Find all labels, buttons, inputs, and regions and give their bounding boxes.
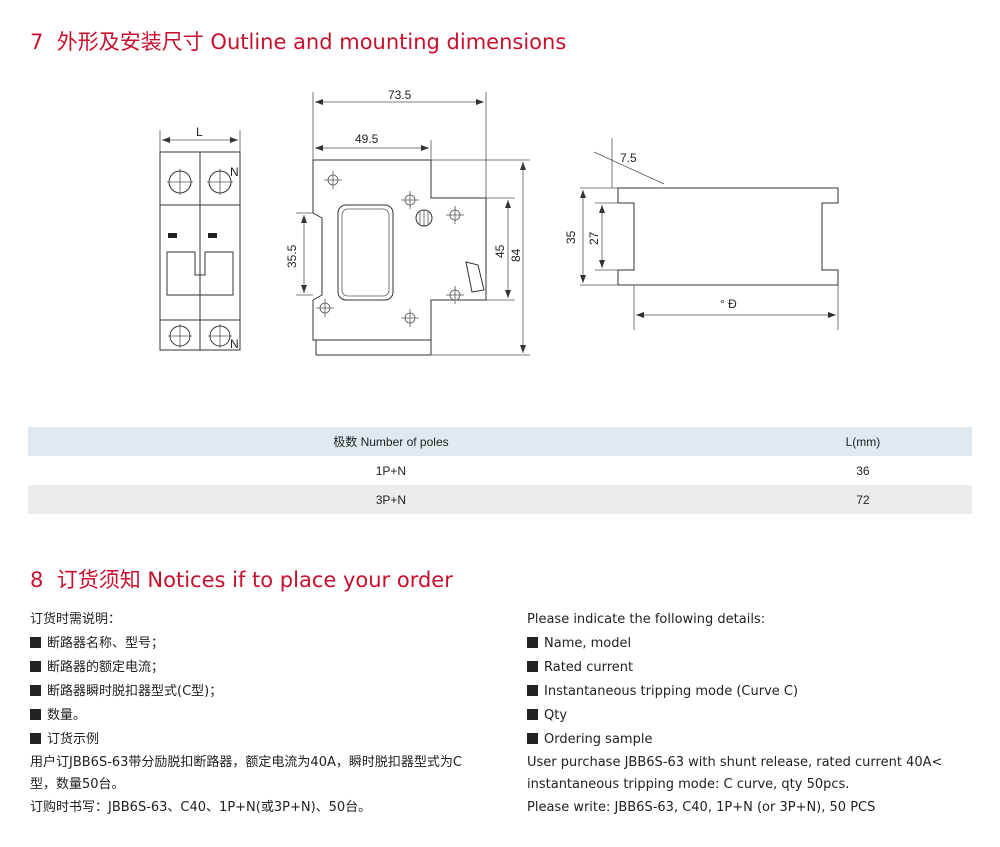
section-8-heading: 8 订货须知 Notices if to place your order bbox=[30, 564, 453, 594]
list-item: 订货示例 bbox=[30, 728, 500, 752]
order-write-en: Please write: JBB6S-63, C40, 1P+N (or 3P… bbox=[527, 800, 876, 815]
bullet-square-icon bbox=[30, 733, 41, 744]
order-intro-en: Please indicate the following details: bbox=[527, 612, 766, 627]
table-cell-length: 36 bbox=[856, 463, 870, 478]
order-example-cn: 用户订JBB6S-63带分励脱扣断路器，额定电流为40A，瞬时脱扣器型式为C型，… bbox=[30, 755, 462, 792]
bullet-square-icon bbox=[527, 709, 538, 720]
list-item: Qty bbox=[527, 704, 977, 728]
table-header-poles: 极数 Number of poles bbox=[333, 435, 449, 449]
bullet-square-icon bbox=[30, 709, 41, 720]
list-item: 数量。 bbox=[30, 704, 500, 728]
bullet-square-icon bbox=[30, 661, 41, 672]
section-7-heading: 7 外形及安装尺寸 Outline and mounting dimension… bbox=[30, 26, 566, 56]
din-rail-drawing: 35 27 7.5 ° Đ bbox=[564, 138, 839, 330]
side-view-drawing: 73.5 49.5 35.5 bbox=[285, 88, 530, 356]
section-8-number: 8 bbox=[30, 568, 44, 592]
front-width-label: L bbox=[196, 125, 203, 139]
bullet-square-icon bbox=[527, 637, 538, 648]
poles-table: 极数 Number of poles L(mm) 1P+N 36 3P+N 72 bbox=[28, 427, 972, 514]
order-intro-cn: 订货时需说明： bbox=[30, 612, 122, 627]
section-7-title-cn: 外形及安装尺寸 bbox=[56, 30, 204, 54]
dim-7-5: 7.5 bbox=[620, 151, 637, 165]
order-example-en: User purchase JBB6S-63 with shunt releas… bbox=[527, 755, 943, 792]
dim-35-5: 35.5 bbox=[285, 244, 299, 268]
table-cell-poles: 3P+N bbox=[375, 492, 407, 507]
dim-84: 84 bbox=[509, 248, 523, 262]
dim-73-5: 73.5 bbox=[388, 88, 412, 102]
list-item: Rated current bbox=[527, 656, 977, 680]
list-item: Name, model bbox=[527, 632, 977, 656]
order-write-cn: 订购时书写：JBB6S-63、C40、1P+N(或3P+N)、50台。 bbox=[30, 800, 372, 815]
list-item: 断路器瞬时脱扣器型式(C型)； bbox=[30, 680, 500, 704]
bullet-square-icon bbox=[30, 685, 41, 696]
front-view-drawing: L N N bbox=[159, 125, 241, 351]
table-row: 1P+N 36 bbox=[28, 456, 972, 485]
n-terminal-label-bottom: N bbox=[230, 337, 239, 351]
dim-27: 27 bbox=[587, 231, 601, 245]
bullet-square-icon bbox=[527, 685, 538, 696]
table-header-length: L(mm) bbox=[845, 434, 881, 449]
section-7-number: 7 bbox=[30, 30, 44, 54]
list-item: 断路器名称、型号； bbox=[30, 632, 500, 656]
table-cell-poles: 1P+N bbox=[375, 463, 407, 478]
table-header-row: 极数 Number of poles L(mm) bbox=[28, 427, 972, 456]
dim-49-5: 49.5 bbox=[355, 132, 379, 146]
section-8-title-cn: 订货须知 bbox=[56, 568, 141, 592]
dim-35: 35 bbox=[564, 230, 578, 244]
bullet-square-icon bbox=[30, 637, 41, 648]
order-notes-cn: 订货时需说明： 断路器名称、型号； 断路器的额定电流； 断路器瞬时脱扣器型式(C… bbox=[30, 608, 500, 820]
order-notes-en: Please indicate the following details: N… bbox=[527, 608, 977, 820]
table-cell-length: 72 bbox=[856, 492, 870, 507]
list-item: Ordering sample bbox=[527, 728, 977, 752]
bullet-square-icon bbox=[527, 733, 538, 744]
bullet-square-icon bbox=[527, 661, 538, 672]
dim-45: 45 bbox=[493, 244, 507, 258]
n-terminal-label-top: N bbox=[230, 165, 239, 179]
list-item: Instantaneous tripping mode (Curve C) bbox=[527, 680, 977, 704]
section-8-title-en: Notices if to place your order bbox=[147, 568, 453, 592]
dimension-drawings: L N N 73.5 49.5 bbox=[159, 88, 839, 356]
section-7-title-en: Outline and mounting dimensions bbox=[210, 30, 567, 54]
dim-rail-width: ° Đ bbox=[720, 297, 737, 311]
table-row: 3P+N 72 bbox=[28, 485, 972, 514]
list-item: 断路器的额定电流； bbox=[30, 656, 500, 680]
